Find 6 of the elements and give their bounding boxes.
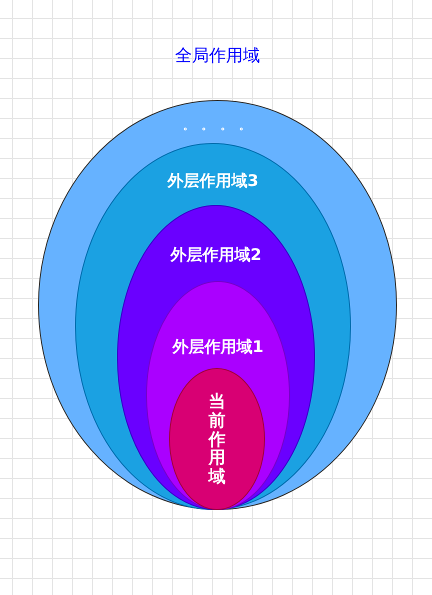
scope-label: 外层作用域2 [170, 245, 262, 265]
scope-label: 当前作用域 [208, 393, 226, 487]
ellipsis-text: 。 。 。 。 [182, 119, 252, 133]
scope-label: 外层作用域1 [172, 337, 264, 357]
scope-label: 外层作用域3 [167, 171, 259, 191]
scope-title: 全局作用域 [175, 46, 260, 66]
